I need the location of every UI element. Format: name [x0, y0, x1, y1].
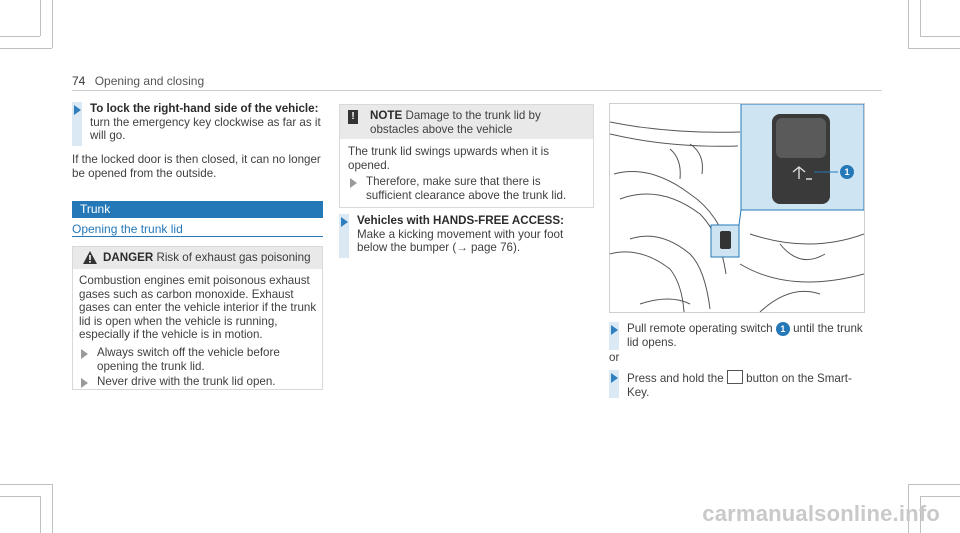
bullet-text: Always switch off the vehicle before ope… [97, 346, 280, 373]
note-bullet: Therefore, make sure that there is suffi… [348, 175, 588, 203]
arrow-icon [350, 178, 357, 188]
header-divider [72, 90, 882, 91]
danger-bullet-1: Always switch off the vehicle before ope… [79, 346, 317, 374]
crop-mark [40, 496, 41, 533]
crop-mark [52, 0, 53, 48]
figure-remote-switch: 1 [609, 103, 865, 313]
crop-mark [40, 0, 41, 36]
danger-bullet-2: Never drive with the trunk lid open. [79, 375, 317, 389]
danger-box: DANGER Risk of exhaust gas poisoning Com… [72, 246, 323, 390]
step-arrow-icon [611, 373, 618, 383]
step-hands-free: Vehicles with HANDS-FREE ACCESS: Make a … [339, 214, 594, 258]
paragraph: If the locked door is then closed, it ca… [72, 153, 321, 180]
crop-mark [920, 496, 921, 533]
step-bar [339, 214, 349, 258]
crop-mark [908, 48, 960, 49]
warning-triangle-icon [83, 251, 97, 269]
step-arrow-icon [611, 325, 618, 335]
page-header: 74 Opening and closing [72, 74, 204, 88]
step-pull-switch: Pull remote operating switch 1 until the… [609, 322, 863, 350]
crop-mark [0, 36, 40, 37]
arrow-icon [81, 378, 88, 388]
step-arrow-icon [74, 105, 81, 115]
section-title: Trunk [72, 201, 323, 218]
step-text: Press and hold the [627, 372, 727, 385]
door-panel-illustration [610, 104, 864, 312]
step-press-button: Press and hold the button on the Smart-K… [609, 370, 863, 399]
step-text-2: button on the Smart-Key. [627, 372, 852, 399]
note-label: NOTE [370, 109, 403, 122]
note-body: The trunk lid swings upwards when it is … [348, 145, 550, 172]
note-head: ! NOTE Damage to the trunk lid by obstac… [340, 105, 593, 139]
bullet-text: Therefore, make sure that there is suffi… [366, 175, 567, 202]
callout-1: 1 [840, 165, 854, 179]
chapter-title: Opening and closing [94, 74, 205, 88]
crop-mark [908, 484, 960, 485]
danger-body: Combustion engines emit poisonous exhaus… [79, 274, 317, 341]
subsection-title: Opening the trunk lid [72, 222, 183, 236]
subsection-underline [72, 236, 323, 237]
step-lock-right-side: To lock the right-hand side of the vehic… [72, 102, 322, 146]
trunk-button-icon [726, 370, 743, 384]
step-text-2: until the trunk lid opens. [627, 322, 863, 349]
step-bar [609, 370, 619, 398]
or-label: or [609, 351, 620, 364]
step-lead: To lock the right-hand side of the vehic… [90, 102, 319, 115]
crop-mark [0, 484, 52, 485]
page-number: 74 [72, 74, 86, 88]
step-bar [72, 102, 82, 146]
crop-mark [0, 496, 40, 497]
callout-1-inline: 1 [775, 322, 790, 336]
step-text: Pull remote operating switch [627, 322, 776, 335]
crop-mark [920, 36, 960, 37]
step-lead: Vehicles with HANDS-FREE ACCESS: [357, 214, 565, 227]
bullet-text: Never drive with the trunk lid open. [97, 375, 276, 388]
note-box: ! NOTE Damage to the trunk lid by obstac… [339, 104, 594, 208]
crop-mark [52, 484, 53, 533]
danger-header: DANGER Risk of exhaust gas poisoning [73, 247, 322, 269]
step-bar [609, 322, 619, 350]
watermark: carmanualsonline.info [702, 501, 940, 526]
crop-mark [920, 496, 960, 497]
danger-title: Risk of exhaust gas poisoning [156, 251, 311, 264]
step-text: turn the emergency key clockwise as far … [90, 115, 321, 143]
exclamation-icon: ! [348, 110, 358, 124]
crop-mark [0, 48, 52, 49]
step-text: Make a kicking movement with your foot b… [357, 227, 564, 255]
arrow-icon [81, 349, 88, 359]
danger-label: DANGER [103, 251, 154, 264]
crop-mark [920, 0, 921, 36]
crop-mark [908, 484, 909, 533]
crop-mark [908, 0, 909, 48]
note-title: Damage to the trunk lid by obstacles abo… [370, 109, 541, 136]
step-arrow-icon [341, 217, 348, 227]
